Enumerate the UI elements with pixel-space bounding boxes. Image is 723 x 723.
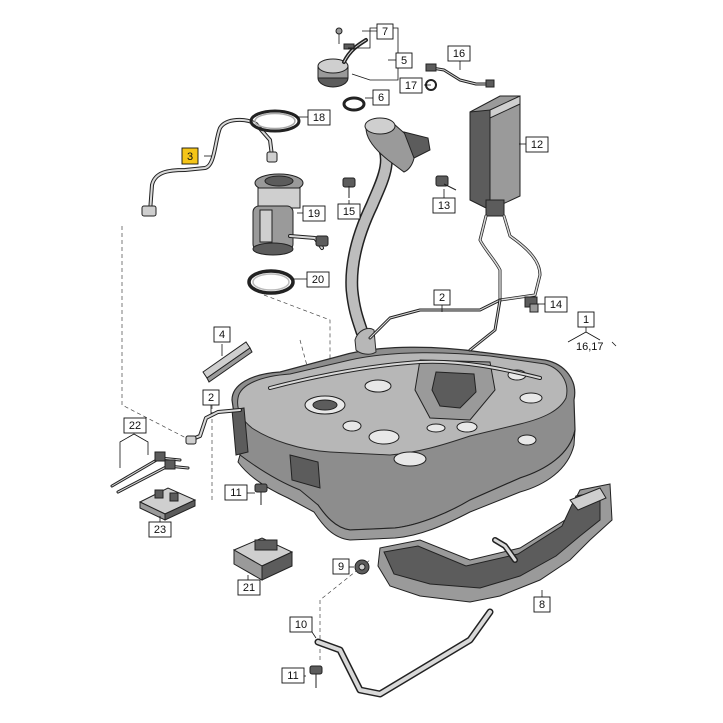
callout-1[interactable]: 1 — [577, 311, 595, 328]
fuel-line-2-left[interactable] — [185, 408, 242, 445]
svg-text:17: 17 — [405, 80, 417, 92]
svg-text:20: 20 — [312, 274, 324, 286]
svg-text:14: 14 — [550, 299, 562, 311]
tension-strap-10[interactable] — [314, 537, 518, 698]
callout-12[interactable]: 12 — [525, 136, 549, 153]
svg-text:6: 6 — [378, 92, 384, 104]
callout-20[interactable]: 20 — [306, 271, 330, 288]
bolt-15[interactable] — [342, 177, 356, 198]
fuel-tank[interactable] — [231, 346, 576, 541]
svg-text:19: 19 — [308, 208, 320, 220]
holder-23[interactable] — [138, 487, 197, 521]
svg-text:16,17: 16,17 — [576, 341, 604, 353]
callout-11-upper[interactable]: 11 — [224, 484, 248, 501]
callout-17[interactable]: 17 — [399, 77, 423, 94]
nut-9[interactable] — [354, 559, 370, 575]
svg-text:7: 7 — [382, 26, 388, 38]
svg-text:15: 15 — [343, 206, 355, 218]
heat-shield-8[interactable] — [377, 483, 613, 603]
bolt-11-upper[interactable] — [254, 483, 268, 505]
callout-13[interactable]: 13 — [432, 197, 456, 214]
callout-15[interactable]: 15 — [337, 203, 361, 220]
svg-text:12: 12 — [531, 139, 543, 151]
fuel-pump-19[interactable] — [252, 173, 329, 256]
callout-10[interactable]: 10 — [289, 616, 313, 633]
svg-text:23: 23 — [154, 524, 166, 536]
callout-4[interactable]: 4 — [213, 326, 231, 343]
callout-2-upper[interactable]: 2 — [433, 289, 451, 306]
seal-ring-20[interactable] — [247, 269, 295, 295]
callout-3-highlighted[interactable]: 3 — [181, 147, 199, 165]
seal-6[interactable] — [342, 96, 366, 112]
label-16-17: 16,17 — [576, 341, 604, 353]
svg-text:5: 5 — [401, 55, 407, 67]
svg-text:1: 1 — [583, 314, 589, 326]
callout-5[interactable]: 5 — [395, 52, 413, 69]
cover-21[interactable] — [232, 537, 294, 581]
fuel-supply-line-3[interactable] — [141, 117, 278, 217]
callout-6[interactable]: 6 — [372, 89, 390, 106]
svg-text:2: 2 — [439, 292, 445, 304]
filler-cap-5[interactable] — [317, 38, 368, 88]
bolt-11-lower[interactable] — [309, 665, 323, 688]
callout-23[interactable]: 23 — [148, 521, 172, 538]
wiring-harness-16[interactable] — [425, 63, 495, 88]
callout-14[interactable]: 14 — [544, 296, 568, 313]
svg-text:8: 8 — [539, 599, 545, 611]
svg-text:16: 16 — [453, 48, 465, 60]
svg-text:13: 13 — [438, 200, 450, 212]
sealing-ring-18[interactable] — [249, 109, 301, 133]
callout-16[interactable]: 16 — [447, 45, 471, 62]
fuel-lines-22[interactable] — [110, 451, 190, 494]
clip-14[interactable] — [524, 296, 539, 313]
svg-text:21: 21 — [243, 582, 255, 594]
svg-text:2: 2 — [208, 392, 214, 404]
small-screw-7[interactable] — [335, 27, 355, 50]
bolt-13[interactable] — [435, 175, 457, 191]
svg-text:11: 11 — [287, 670, 298, 682]
svg-text:22: 22 — [129, 420, 141, 432]
filler-neck[interactable] — [345, 117, 431, 355]
callout-9[interactable]: 9 — [332, 558, 350, 575]
svg-text:4: 4 — [219, 329, 225, 341]
callout-19[interactable]: 19 — [302, 205, 326, 222]
svg-text:10: 10 — [295, 619, 307, 631]
callout-7[interactable]: 7 — [376, 23, 394, 40]
callout-11-lower[interactable]: 11 — [281, 667, 305, 684]
svg-text:11: 11 — [230, 487, 241, 499]
svg-text:3: 3 — [187, 151, 193, 163]
breather-line-2[interactable] — [368, 298, 502, 352]
callout-22[interactable]: 22 — [123, 417, 147, 434]
callout-21[interactable]: 21 — [237, 579, 261, 596]
line-clip-4[interactable] — [202, 341, 253, 383]
callout-18[interactable]: 18 — [307, 109, 331, 126]
callout-8[interactable]: 8 — [533, 596, 551, 613]
svg-text:9: 9 — [338, 561, 344, 573]
callout-2-lower[interactable]: 2 — [202, 389, 220, 406]
charcoal-canister-12[interactable] — [469, 95, 542, 302]
svg-text:18: 18 — [313, 112, 325, 124]
